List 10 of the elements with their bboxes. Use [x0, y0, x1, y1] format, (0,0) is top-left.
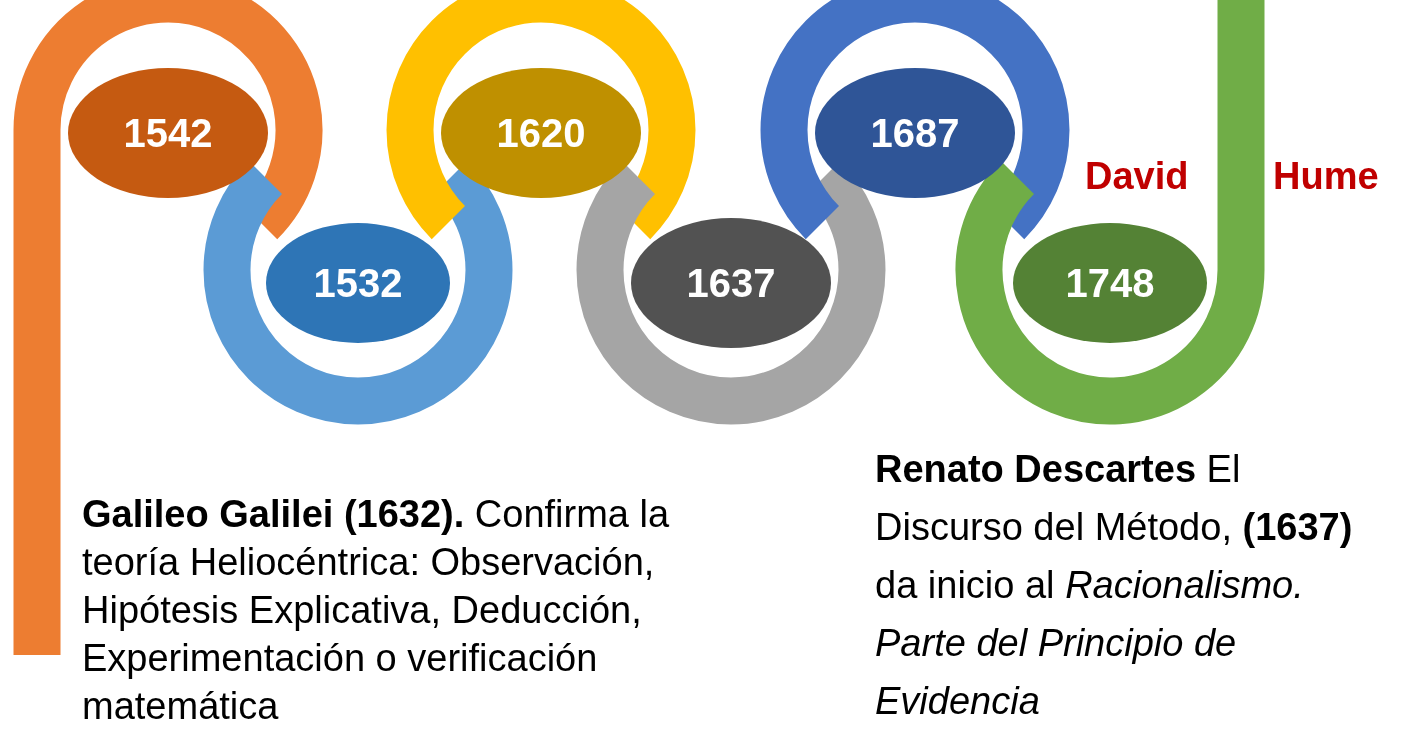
- year-ellipse: 1637: [631, 218, 831, 348]
- description-text: Galileo Galilei (1632). Confirma la teoría Heliocéntrica: Observación, Hipótesis Explicativa, Deducción, Experimentación o verificación matemática: [82, 492, 671, 729]
- name-label: Hume: [1273, 154, 1379, 199]
- name-label: David: [1085, 154, 1189, 199]
- year-ellipse: 1687: [815, 68, 1015, 198]
- year-ellipse: 1620: [441, 68, 641, 198]
- year-ellipse: 1542: [68, 68, 268, 198]
- year-ellipse: 1748: [1013, 223, 1207, 343]
- year-ellipse: 1532: [266, 223, 450, 343]
- description-text: Renato Descartes El Discurso del Método, (1637) da inicio al Racionalismo. Parte del Principio de Evidencia: [875, 447, 1354, 724]
